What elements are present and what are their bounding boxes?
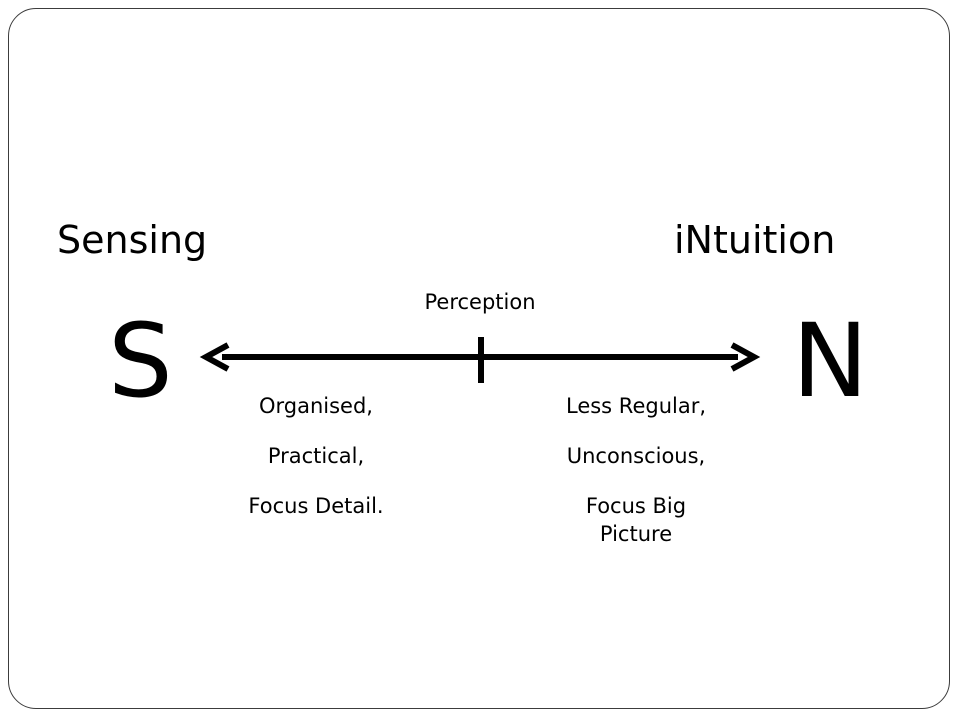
- right-arrowhead: [730, 342, 761, 372]
- sensing-letter: S: [108, 302, 173, 421]
- intuition-trait: Less Regular,: [565, 394, 707, 418]
- sensing-trait: Organised,: [258, 394, 373, 418]
- intuition-heading: iNtuition: [674, 218, 836, 262]
- intuition-trait: Focus Big Picture: [585, 494, 687, 546]
- intuition-trait: Unconscious,: [566, 444, 706, 468]
- sensing-trait: Practical,: [267, 444, 365, 468]
- left-arrowhead: [199, 342, 230, 372]
- intuition-letter: N: [792, 302, 869, 421]
- sensing-heading: Sensing: [57, 218, 208, 262]
- sensing-traits: Organised, Practical, Focus Detail.: [196, 392, 436, 542]
- sensing-trait: Focus Detail.: [248, 494, 384, 518]
- perception-label: Perception: [424, 290, 536, 314]
- intuition-traits: Less Regular, Unconscious, Focus Big Pic…: [516, 392, 756, 570]
